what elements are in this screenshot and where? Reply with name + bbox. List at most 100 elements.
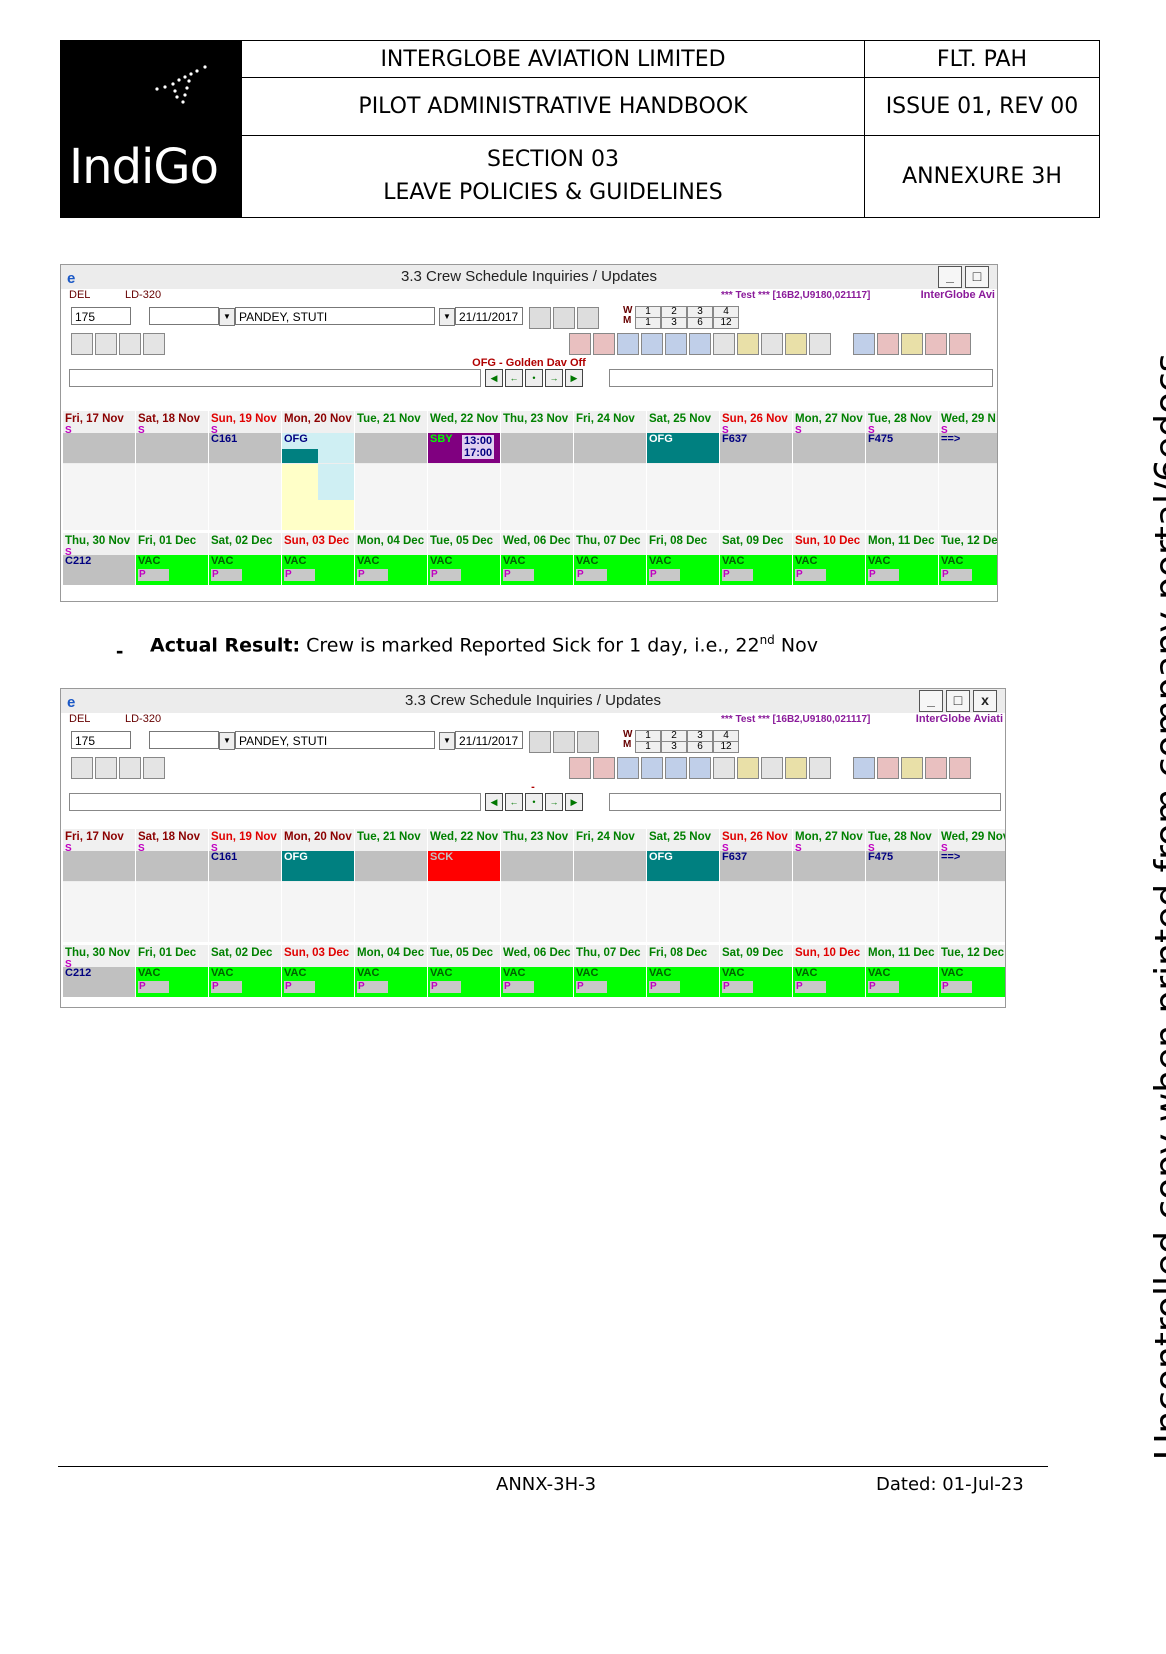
bulb-icon[interactable] [785,333,807,355]
chevron-down-icon[interactable]: ▼ [219,308,235,326]
print-icon[interactable] [71,757,93,779]
crew-filter-field[interactable] [149,731,219,749]
user-icon[interactable] [877,757,899,779]
duty-cell[interactable] [136,433,208,463]
bulb-icon[interactable] [785,757,807,779]
exit-icon[interactable] [593,757,615,779]
memo-icon[interactable] [761,333,783,355]
crew-id-field[interactable]: 175 [71,731,131,749]
duty-cell[interactable]: SCK [428,851,500,881]
duty-cell[interactable] [501,851,573,881]
duty-cell[interactable]: C161 [209,851,281,881]
stop-icon[interactable] [949,757,971,779]
target-icon[interactable] [925,333,947,355]
duty-cell[interactable] [793,433,865,463]
info-icon[interactable] [901,757,923,779]
duty-cell[interactable]: F475 [866,851,938,881]
duty-cell[interactable] [136,851,208,881]
crew-tool-icon[interactable] [569,757,591,779]
duty-cell[interactable] [574,433,646,463]
chevron-down-icon[interactable]: ▼ [439,732,455,750]
phone-icon[interactable] [577,307,599,329]
duty-cell[interactable]: OFG [647,433,719,463]
pair-icon[interactable] [853,333,875,355]
plane-icon[interactable] [713,757,735,779]
close-button[interactable]: x [973,690,997,712]
center-icon[interactable]: • [525,369,543,387]
duty-cell[interactable] [355,433,427,463]
save-icon[interactable] [95,757,117,779]
crew-search-icon[interactable] [553,731,575,753]
crew-name-field[interactable]: PANDEY, STUTI [235,307,435,325]
person-icon[interactable] [617,757,639,779]
phone-icon[interactable] [577,731,599,753]
prev-icon[interactable]: ← [505,369,523,387]
check-icon[interactable] [665,333,687,355]
month-tab[interactable]: 6 [687,317,713,329]
crew-filter-field[interactable] [149,307,219,325]
duty-cell[interactable]: OFG [282,851,354,881]
plane-icon[interactable] [713,333,735,355]
duty-cell[interactable]: ==> [939,851,1005,881]
month-tab[interactable]: 3 [661,741,687,753]
first-icon[interactable]: ◀ [485,369,503,387]
duty-cell[interactable]: C212 [63,555,135,585]
duty-cell[interactable] [355,851,427,881]
edit-icon[interactable] [143,333,165,355]
crew-name-field[interactable]: PANDEY, STUTI [235,731,435,749]
maximize-button[interactable]: □ [946,690,970,712]
first-icon[interactable]: ◀ [485,793,503,811]
crew-search-icon[interactable] [553,307,575,329]
group-icon[interactable] [641,333,663,355]
week-tab[interactable]: 1 [635,306,661,318]
month-tab[interactable]: 3 [661,317,687,329]
last-icon[interactable]: ▶ [565,793,583,811]
group-icon[interactable] [641,757,663,779]
duty-cell[interactable] [501,433,573,463]
last-icon[interactable]: ▶ [565,369,583,387]
exit-icon[interactable] [593,333,615,355]
check-icon[interactable] [689,757,711,779]
crew-tool-icon[interactable] [569,333,591,355]
maximize-button[interactable]: □ [965,266,989,288]
misc-icon[interactable] [119,333,141,355]
next-icon[interactable]: → [545,369,563,387]
center-icon[interactable]: • [525,793,543,811]
month-tab[interactable]: 1 [635,741,661,753]
week-tab[interactable]: 3 [687,730,713,742]
flight-icon[interactable] [809,757,831,779]
date-field[interactable]: 21/11/2017 [455,307,523,325]
duty-cell[interactable] [63,433,135,463]
bell-icon[interactable] [737,757,759,779]
save-icon[interactable] [95,333,117,355]
edit-icon[interactable] [143,757,165,779]
check-icon[interactable] [689,333,711,355]
duty-cell[interactable]: F637 [720,433,792,463]
duty-cell[interactable] [793,851,865,881]
calendar-icon[interactable] [529,731,551,753]
memo-icon[interactable] [761,757,783,779]
month-tab[interactable]: 12 [713,741,739,753]
duty-cell[interactable]: ==> [939,433,997,463]
flight-icon[interactable] [809,333,831,355]
